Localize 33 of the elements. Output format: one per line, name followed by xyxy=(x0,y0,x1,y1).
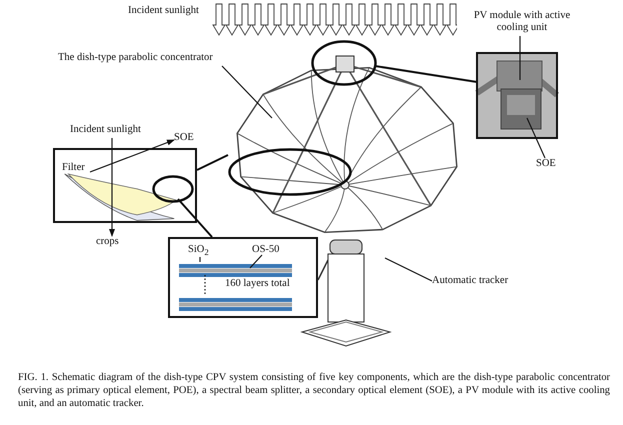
layer-label: SiO$_{2}$ xyxy=(188,244,216,259)
pv-module-drawing xyxy=(477,53,557,138)
zoom-connector xyxy=(374,65,478,83)
filter-label: Filter xyxy=(62,162,92,175)
ray-label: SOE xyxy=(174,132,202,146)
leader-line xyxy=(526,118,546,158)
inset-frame xyxy=(168,237,318,318)
callout-label: PV module with active cooling unit xyxy=(472,10,572,36)
callout-label: Automatic tracker xyxy=(432,275,522,289)
leader-line xyxy=(199,257,201,262)
callout-label: SOE xyxy=(536,158,560,172)
leader-line xyxy=(222,66,272,118)
ray-label: Incident sunlight xyxy=(128,5,199,17)
continuation-line xyxy=(204,275,206,296)
layer-count-label: 160 layers total xyxy=(225,278,290,290)
leader-line xyxy=(250,254,262,268)
leader-line xyxy=(519,36,521,80)
zoom-connector xyxy=(196,154,228,171)
highlight-ellipse xyxy=(311,40,377,86)
layer-label: OS-50 xyxy=(252,244,292,257)
light-ray-arrow xyxy=(90,139,175,173)
layer-stack xyxy=(179,264,292,277)
highlight-ellipse xyxy=(228,148,352,196)
leader-line xyxy=(384,258,432,282)
layer-stack xyxy=(179,298,292,311)
callout-label: The dish-type parabolic concentrator xyxy=(58,52,238,66)
light-ray-arrow xyxy=(109,138,115,237)
figure-caption: FIG. 1. Schematic diagram of the dish-type CPV system consisting of five key components, which are the dish-type parabolic concentrator (serving as primary optical element, POE), a spectral beam splitter, a secondary optical element (SOE), a PV module with its active cooling unit, and an automatic tracker. xyxy=(18,371,610,410)
zoom-connector xyxy=(177,198,213,238)
ray-label: Incident sunlight xyxy=(70,124,154,138)
highlight-ellipse xyxy=(152,175,194,203)
inset-frame xyxy=(53,148,197,223)
ray-label: crops xyxy=(96,236,130,250)
